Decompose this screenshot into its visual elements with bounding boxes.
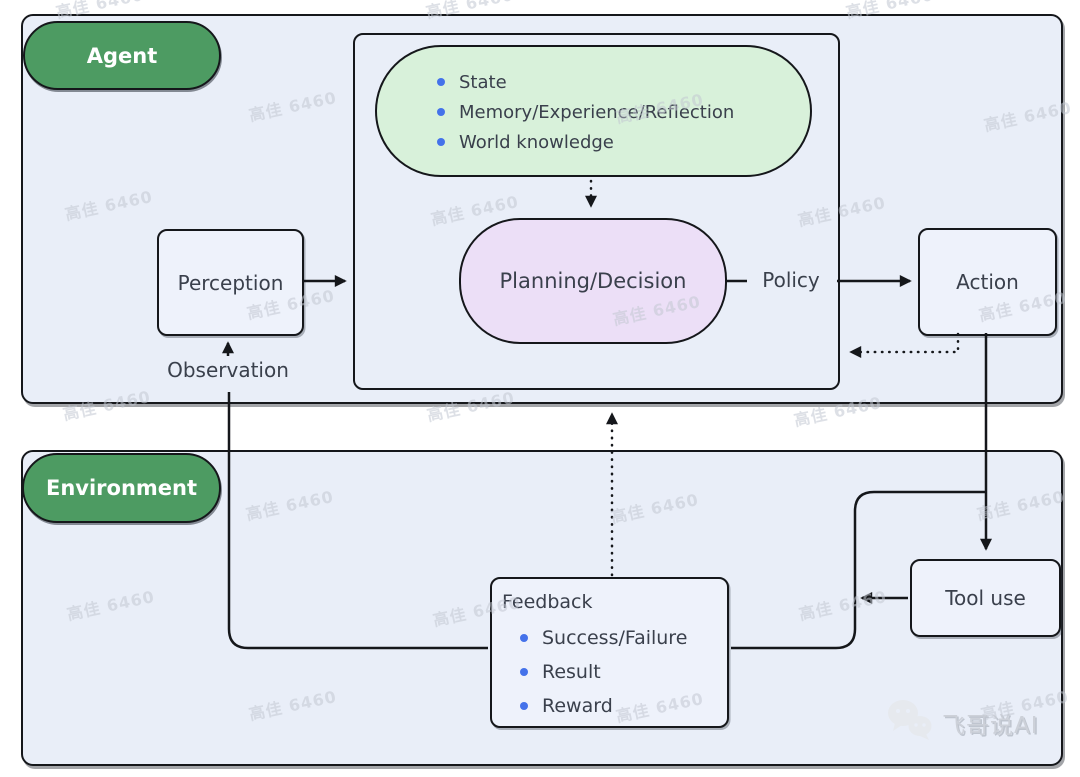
agent-label-pill: Agent	[23, 21, 221, 90]
planning-decision-node: Planning/Decision	[459, 218, 727, 344]
feedback-title: Feedback	[502, 591, 593, 613]
feedback-item: Success/Failure	[520, 621, 727, 655]
perception-node: Perception	[157, 229, 304, 336]
environment-label: Environment	[45, 476, 198, 500]
bullet-dot-icon	[520, 668, 528, 676]
policy-label: Policy	[762, 268, 820, 292]
bullet-dot-icon	[437, 108, 445, 116]
bullet-dot-icon	[520, 634, 528, 642]
bullet-dot-icon	[437, 138, 445, 146]
action-node: Action	[918, 228, 1057, 336]
brand-text: 飞哥说AI	[942, 713, 1039, 739]
planning-decision-label: Planning/Decision	[499, 269, 687, 293]
tool-use-label: Tool use	[945, 586, 1026, 610]
wechat-icon	[886, 698, 934, 748]
tool-use-node: Tool use	[910, 559, 1061, 637]
agent-label: Agent	[86, 43, 158, 68]
knowledge-bubble: State Memory/Experience/Reflection World…	[375, 45, 812, 177]
action-label: Action	[956, 270, 1019, 294]
observation-label: Observation	[167, 358, 289, 382]
brand-watermark: 飞哥说AI	[886, 698, 1039, 748]
knowledge-item: World knowledge	[437, 127, 810, 157]
feedback-node: Feedback Success/Failure Result Reward	[490, 577, 729, 728]
knowledge-item-label: Memory/Experience/Reflection	[459, 101, 735, 123]
feedback-item-label: Success/Failure	[542, 627, 688, 649]
knowledge-item-label: State	[459, 71, 507, 93]
feedback-item-label: Reward	[542, 695, 613, 717]
knowledge-item-label: World knowledge	[459, 131, 614, 153]
feedback-item: Reward	[520, 689, 727, 723]
feedback-item-label: Result	[542, 661, 601, 683]
feedback-item: Result	[520, 655, 727, 689]
environment-label-pill: Environment	[22, 453, 221, 523]
bullet-dot-icon	[520, 702, 528, 710]
perception-label: Perception	[177, 270, 284, 295]
knowledge-item: State	[437, 67, 810, 97]
bullet-dot-icon	[437, 78, 445, 86]
knowledge-item: Memory/Experience/Reflection	[437, 97, 810, 127]
